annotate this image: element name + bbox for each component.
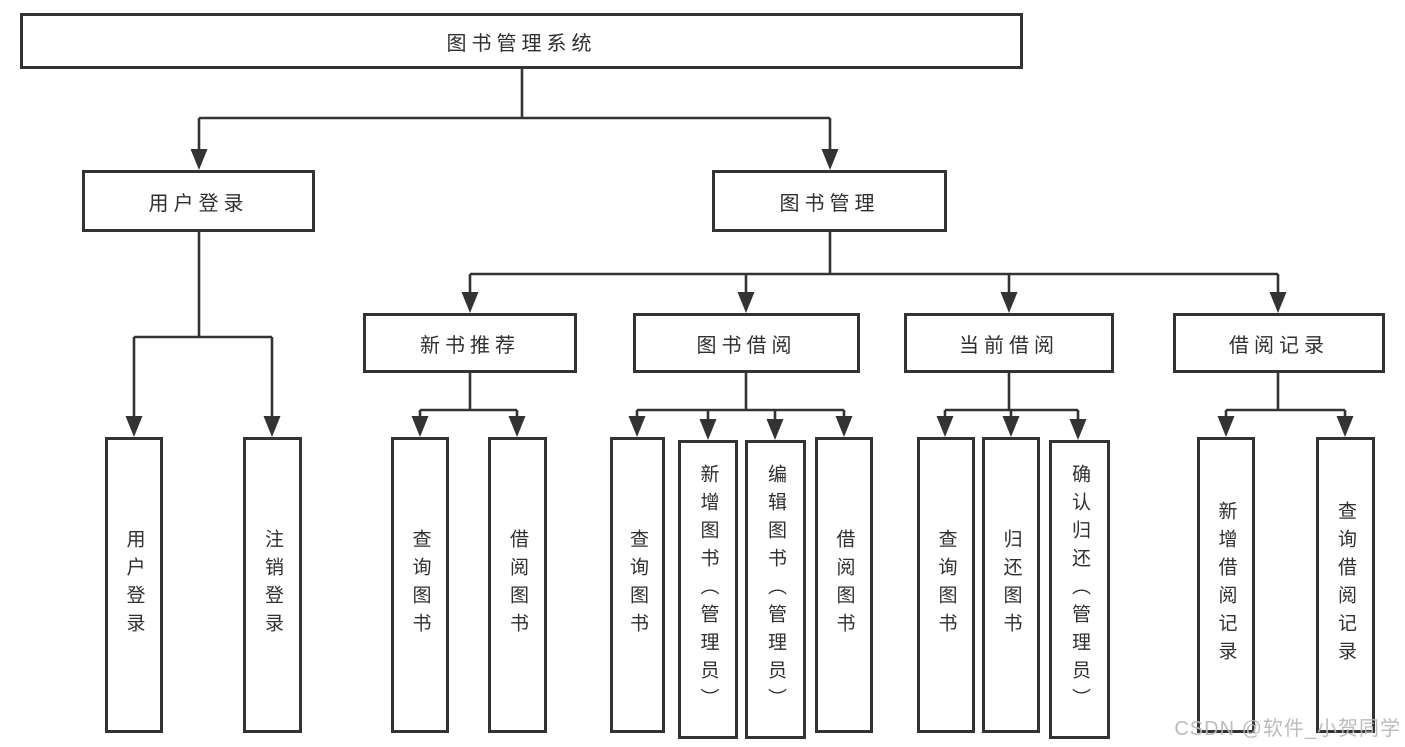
leaf-label: 查询图书 <box>935 529 957 641</box>
leaf-label: 注销登录 <box>262 529 283 641</box>
leaf-label: 归还图书 <box>1000 529 1022 641</box>
leaf-edit-books-admin: 编辑图书（管理员） <box>745 440 806 739</box>
arrow-down-icon <box>936 416 954 437</box>
arrow-down-icon <box>263 416 281 437</box>
leaf-label: 新增图书（管理员） <box>697 463 719 716</box>
arrow-down-icon <box>1269 292 1287 313</box>
node-label: 新书推荐 <box>420 334 520 357</box>
arrow-down-icon <box>699 419 717 440</box>
leaf-label: 用户登录 <box>123 529 145 641</box>
leaf-label: 查询借阅记录 <box>1335 501 1356 669</box>
leaf-logout: 注销登录 <box>243 437 302 733</box>
arrow-down-icon <box>125 416 143 437</box>
leaf-label: 借阅图书 <box>507 529 528 641</box>
node-label: 当前借阅 <box>959 334 1059 357</box>
leaf-query-books-borrowing: 查询图书 <box>610 437 665 733</box>
leaf-label: 确认归还（管理员） <box>1069 463 1090 716</box>
connector-strokes <box>132 69 1347 421</box>
arrow-down-icon <box>1000 292 1018 313</box>
arrow-down-icon <box>1069 419 1087 440</box>
node-label: 图书管理 <box>779 192 880 215</box>
leaf-return-books: 归还图书 <box>982 437 1040 733</box>
arrow-down-icon <box>508 416 526 437</box>
arrowheads <box>125 149 1354 440</box>
leaf-add-books-admin: 新增图书（管理员） <box>678 440 738 739</box>
csdn-watermark: CSDN @软件_小贺同学 <box>1174 718 1401 740</box>
node-new-book-recommendation: 新书推荐 <box>363 313 577 373</box>
arrow-down-icon <box>1336 416 1354 437</box>
node-current-borrowing: 当前借阅 <box>904 313 1114 373</box>
node-user-login: 用户登录 <box>82 170 315 232</box>
arrow-down-icon <box>411 416 429 437</box>
leaf-label: 查询图书 <box>627 529 648 641</box>
leaf-user-login: 用户登录 <box>105 437 163 733</box>
leaf-borrow-books-recommendation: 借阅图书 <box>488 437 547 733</box>
node-label: 用户登录 <box>148 192 249 215</box>
leaf-label: 查询图书 <box>409 529 431 641</box>
leaf-query-books-recommendation: 查询图书 <box>391 437 449 733</box>
leaf-label: 借阅图书 <box>833 529 855 641</box>
leaf-confirm-return-admin: 确认归还（管理员） <box>1049 440 1110 739</box>
arrow-down-icon <box>1217 416 1235 437</box>
node-label: 借阅记录 <box>1229 334 1329 357</box>
arrow-down-icon <box>835 416 853 437</box>
arrow-down-icon <box>737 292 755 313</box>
arrow-down-icon <box>1002 416 1020 437</box>
leaf-label: 新增借阅记录 <box>1215 501 1237 669</box>
arrow-down-icon <box>461 292 479 313</box>
arrow-down-icon <box>766 419 784 440</box>
leaf-borrow-books-borrowing: 借阅图书 <box>815 437 873 733</box>
node-label: 图书管理系统 <box>446 32 597 55</box>
leaf-query-books-current: 查询图书 <box>917 437 975 733</box>
node-borrowing-records: 借阅记录 <box>1173 313 1385 373</box>
node-label: 图书借阅 <box>696 334 797 357</box>
leaf-query-borrow-record: 查询借阅记录 <box>1316 437 1375 733</box>
node-book-management: 图书管理 <box>712 170 947 232</box>
leaf-add-borrow-record: 新增借阅记录 <box>1197 437 1255 733</box>
leaf-label: 编辑图书（管理员） <box>765 463 786 716</box>
arrow-down-icon <box>821 149 839 170</box>
node-library-management-system: 图书管理系统 <box>20 13 1023 69</box>
node-book-borrowing: 图书借阅 <box>633 313 860 373</box>
arrow-down-icon <box>628 416 646 437</box>
arrow-down-icon <box>190 149 208 170</box>
